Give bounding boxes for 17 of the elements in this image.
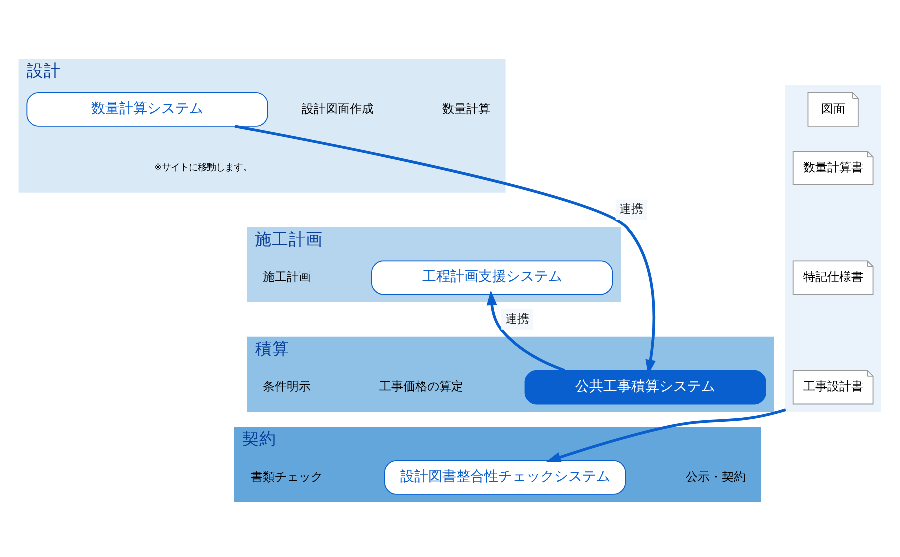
node-text: 設計図面作成 xyxy=(302,102,374,116)
arrow xyxy=(486,290,566,372)
node-text: 数量計算 xyxy=(442,102,490,116)
node-box: 工程計画支援システム xyxy=(371,260,614,296)
arrow xyxy=(546,408,786,462)
edge-label: 連携 xyxy=(620,202,644,216)
node-text: 書類チェック xyxy=(250,470,323,484)
node-text: 工事価格の算定 xyxy=(380,380,464,394)
node-label: ※サイトに移動します。 xyxy=(154,162,252,174)
cluster xyxy=(785,85,882,412)
node-text: 施工計画 xyxy=(262,270,311,284)
node-text: 条件明示 xyxy=(262,380,311,394)
node-box: 設計図書整合性チェックシステム xyxy=(384,460,626,495)
node-box: 公共工事積算システム xyxy=(524,370,766,405)
node-box: 数量計算システム xyxy=(26,92,268,127)
node-text: 公示・契約 xyxy=(686,470,746,484)
edge-label: 連携 xyxy=(505,312,530,326)
